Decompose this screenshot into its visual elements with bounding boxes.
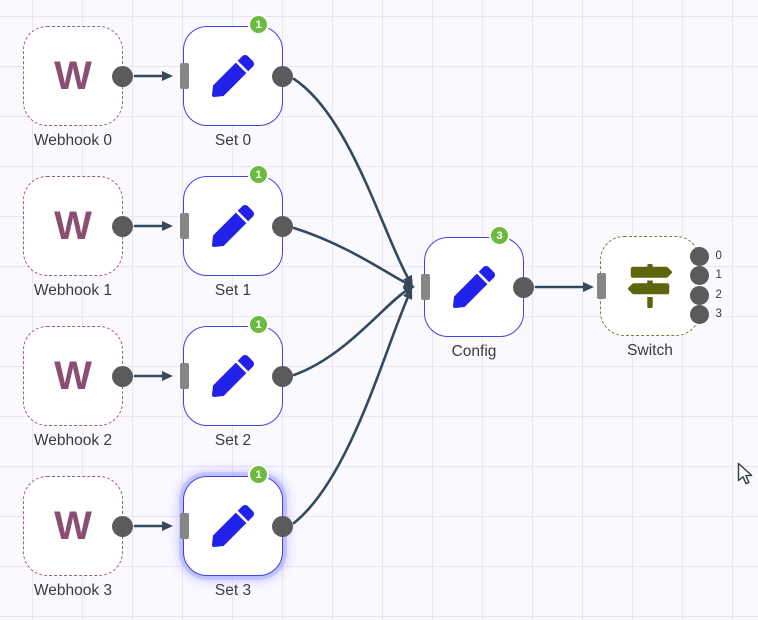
webhook-icon-letter: W (54, 354, 92, 398)
output-label: 1 (715, 269, 722, 281)
node-label: Config (451, 343, 497, 360)
edit-pencil-icon (425, 238, 523, 336)
switch-output-2[interactable]: 2 (689, 285, 722, 305)
node-webhook-0[interactable]: W Webhook 0 (23, 26, 133, 149)
connection-edge[interactable] (292, 77, 413, 287)
connection-edge[interactable] (292, 226, 415, 288)
output-port[interactable] (111, 515, 133, 537)
input-port[interactable] (179, 363, 189, 389)
output-port[interactable] (111, 365, 133, 387)
switch-output-3[interactable]: 3 (689, 305, 722, 324)
items-count-badge: 1 (248, 314, 269, 335)
node-webhook-3[interactable]: W Webhook 3 (23, 476, 133, 599)
webhook-icon: W (24, 177, 122, 275)
output-port[interactable] (271, 515, 293, 537)
webhook-icon: W (24, 27, 122, 125)
webhook-icon-letter: W (54, 54, 92, 98)
node-config[interactable]: 3 Config (420, 225, 534, 360)
output-port[interactable] (689, 285, 709, 305)
node-label: Webhook 1 (33, 282, 113, 299)
webhook-icon-letter: W (54, 204, 92, 248)
node-set-0[interactable]: 1 Set 0 (179, 14, 293, 149)
output-port[interactable] (689, 246, 709, 266)
node-set-2[interactable]: 1 Set 2 (179, 314, 293, 449)
node-label: Set 1 (214, 282, 252, 299)
input-port[interactable] (420, 274, 430, 300)
node-switch[interactable]: 0 1 2 3 Switch (596, 236, 722, 359)
edit-pencil-icon (184, 27, 282, 125)
edit-pencil-icon (184, 177, 282, 275)
connection-edge[interactable] (292, 285, 415, 377)
output-port[interactable] (271, 365, 293, 387)
webhook-icon: W (24, 327, 122, 425)
webhook-icon-letter: W (54, 504, 92, 548)
output-port[interactable] (111, 65, 133, 87)
output-port[interactable] (271, 65, 293, 87)
input-port[interactable] (179, 213, 189, 239)
node-webhook-2[interactable]: W Webhook 2 (23, 326, 133, 449)
node-label: Webhook 2 (33, 432, 113, 449)
output-port[interactable] (689, 266, 709, 285)
mouse-cursor-icon (737, 462, 753, 485)
items-count-badge: 3 (489, 225, 510, 246)
output-label: 3 (715, 308, 722, 320)
node-label: Webhook 3 (33, 582, 113, 599)
edit-pencil-icon (184, 327, 282, 425)
node-set-1[interactable]: 1 Set 1 (179, 164, 293, 299)
node-label: Set 3 (214, 582, 252, 599)
node-set-3[interactable]: 1 Set 3 (179, 464, 293, 599)
output-label: 0 (715, 249, 722, 262)
switch-output-0[interactable]: 0 (689, 246, 722, 266)
switch-output-1[interactable]: 1 (689, 266, 722, 285)
node-label: Webhook 0 (33, 132, 113, 149)
items-count-badge: 1 (248, 14, 269, 35)
node-label: Switch (627, 342, 673, 359)
edit-pencil-icon (184, 477, 282, 575)
webhook-icon: W (24, 477, 122, 575)
output-port[interactable] (689, 305, 709, 324)
node-label: Set 2 (214, 432, 252, 449)
output-port[interactable] (111, 215, 133, 237)
input-port[interactable] (179, 513, 189, 539)
items-count-badge: 1 (248, 164, 269, 185)
input-port[interactable] (179, 63, 189, 89)
output-label: 2 (715, 288, 722, 301)
node-webhook-1[interactable]: W Webhook 1 (23, 176, 133, 299)
node-label: Set 0 (214, 132, 252, 149)
items-count-badge: 1 (248, 464, 269, 485)
connection-edge[interactable] (292, 287, 413, 525)
output-port[interactable] (271, 215, 293, 237)
output-port[interactable] (512, 276, 534, 298)
signpost-icon (601, 237, 699, 335)
input-port[interactable] (596, 273, 606, 299)
